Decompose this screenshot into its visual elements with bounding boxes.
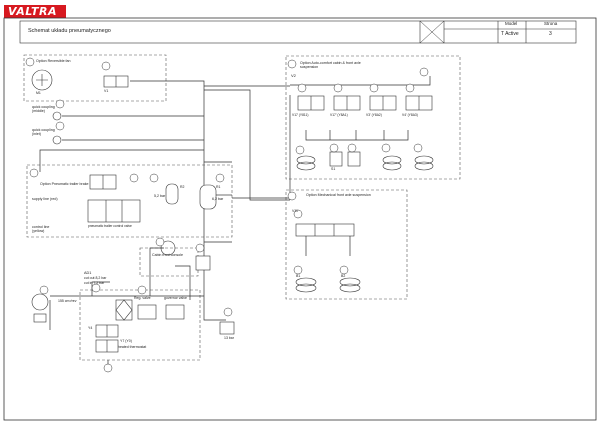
governor-valve [165, 304, 185, 320]
label-v17: V17 (Y811) [292, 113, 309, 117]
label-heated-thermostat: heated thermostat [118, 345, 147, 349]
page-label: Strona [544, 21, 558, 26]
trailer-control-valve [87, 199, 141, 223]
cabin-valve [195, 255, 211, 271]
label-v11: V11 [292, 209, 298, 213]
label-v1: V1 [104, 89, 109, 93]
label-reg-valve: Reg. valve [134, 296, 151, 300]
label-qc-inlet: quick coupling (inlet) [32, 128, 55, 136]
valtra-logo: VALTRA [4, 5, 66, 18]
label-group-fan: Option Reversible fan [36, 59, 71, 63]
tank-r1 [199, 184, 217, 210]
model-value: T Active [501, 31, 519, 37]
group-trailer-brake [26, 164, 233, 238]
label-v3: V3' (Y8A2) [366, 113, 382, 117]
drain-valve [219, 321, 235, 335]
label-cut-in: cut in 7,2 bar [84, 281, 105, 285]
label-cut-out: cut out 8,2 bar [84, 276, 107, 280]
reg-valve [137, 304, 157, 320]
group-cab-comfort [285, 55, 461, 180]
label-tank-r2: R2 [180, 185, 185, 189]
label-dryer-pressure: 13 bar [224, 336, 234, 340]
diagram-title: Schemat układu pneumatycznego [28, 28, 111, 34]
page-border [3, 17, 597, 421]
label-group-cab-comfort: Option Auto-comfort cabin & front axle s… [300, 61, 361, 69]
label-v2: V2 [291, 73, 296, 78]
page-value: 3 [549, 31, 552, 37]
label-group-trailer: Option Pneumatic trailer brake [40, 182, 89, 186]
label-governor-valve: governor valve [164, 296, 187, 300]
label-v17b: V17' (Y8A1) [330, 113, 348, 117]
valve-mechanical [295, 223, 355, 237]
label-y7: Y7 (Y0) [120, 339, 132, 343]
model-label: Model [505, 21, 518, 26]
label-group-mechanical: Option Mechanical front axle suspension [306, 193, 371, 197]
compressor [31, 293, 49, 311]
label-cyl-b1: B1 [296, 274, 301, 278]
air-dryer [115, 299, 133, 321]
label-m1: M1 [36, 91, 41, 95]
tank-r2 [165, 183, 179, 205]
label-pressure-62: 6,2 bar [212, 197, 224, 201]
group-reversible-fan [23, 54, 167, 102]
label-supply-line: supply line (red) [32, 197, 58, 201]
label-cyl-s1: S1 [331, 167, 336, 171]
label-trailer-valve: pneumatic trailer control valve [88, 224, 132, 228]
label-compressor-flow: 155 cm³/rev [58, 299, 77, 303]
label-v4: V4' (Y8A3) [402, 113, 418, 117]
label-tank-r1: R1 [216, 185, 221, 189]
group-mechanical-suspension [285, 189, 408, 300]
pressure-gauge [160, 240, 176, 256]
label-control-line: control line (yellow) [32, 225, 50, 233]
label-pressure-52: 5,2 bar [154, 194, 166, 198]
label-y4: Y4 [88, 326, 93, 330]
label-qc-middle: quick coupling (middle) [32, 105, 55, 113]
label-cyl-b2: B2 [341, 274, 346, 278]
label-ad1: AD1 [84, 271, 92, 275]
label-group-console: Cabin front console [152, 253, 183, 257]
title-block [19, 20, 577, 44]
